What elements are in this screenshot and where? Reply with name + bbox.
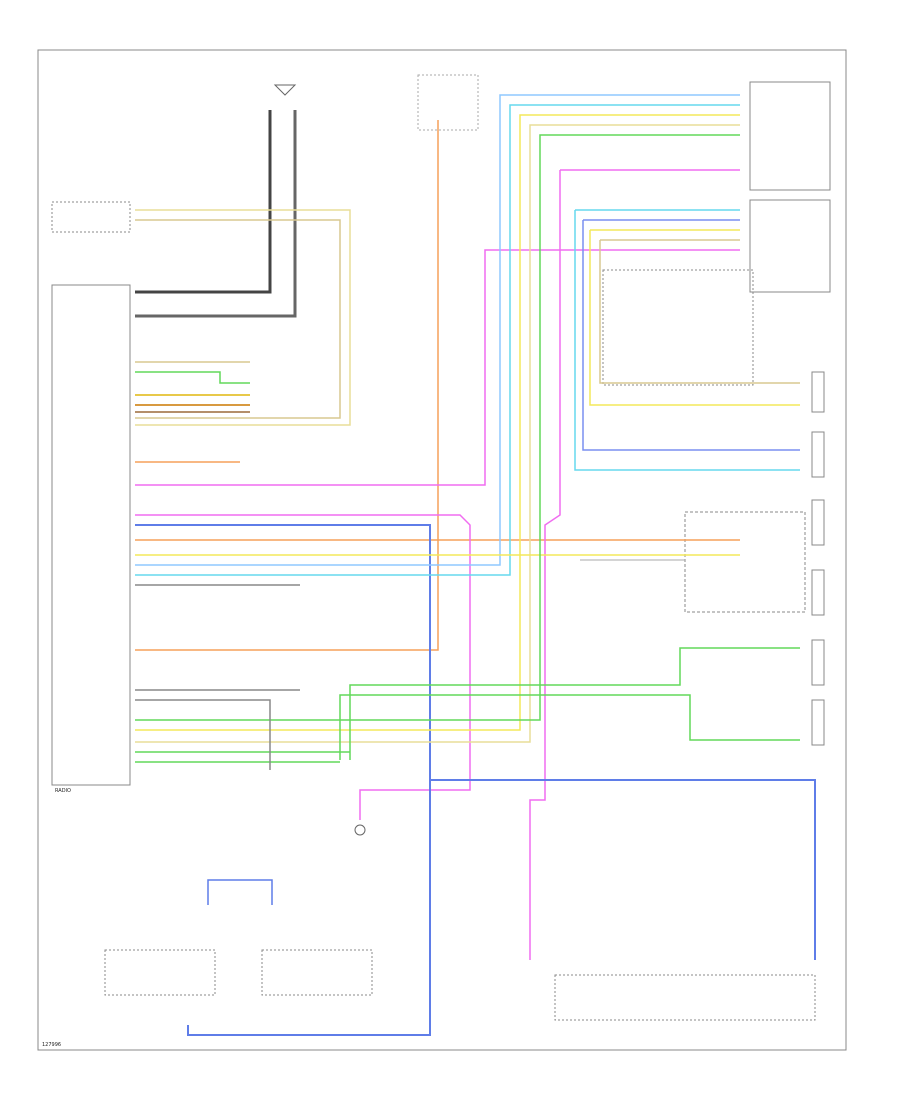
wire-green-2 [349,647,800,760]
wire-antenna-2 [135,110,297,318]
steering-switch-left [104,949,216,996]
speaker-conn-6 [811,699,825,746]
diagram-frame [37,49,847,1051]
speaker-conn-4 [811,569,825,616]
wire-tan-3 [135,124,740,743]
steering-switch-right [261,949,373,996]
wire-antenna-1 [135,110,272,294]
wire-lightblue-1 [135,94,740,566]
wire-pink-1 [135,249,740,486]
rear-speaker-connector [749,199,831,293]
ground-icon [354,824,366,836]
speaker-conn-5 [811,639,825,686]
wire-cyan-1 [135,104,740,576]
wire-green-3 [339,694,800,760]
speaker-conn-1 [811,371,825,413]
wire-pink-3 [135,514,471,820]
wire-gray-1 [135,689,300,770]
speaker-conn-3 [811,499,825,546]
antenna-icon [273,84,297,96]
wire-tan-2 [135,219,341,419]
wire-blue-4 [582,219,800,451]
wire-orange-main [135,120,439,651]
amp-enclosure [684,511,806,613]
remote-connector-box [51,201,131,233]
fuse-block [417,74,479,131]
radio-module-label: RADIO [55,788,71,794]
wire-green-1 [135,134,740,721]
wire-tan-1 [135,209,351,426]
wire-yellow-3 [589,229,800,406]
wire-blue-2 [430,779,816,960]
front-speaker-connector [749,81,831,191]
wire-green-4 [135,751,350,763]
wire-tan-4 [599,239,800,384]
figure-id: 127996 [42,1042,61,1048]
wire-pink-2 [529,169,740,960]
wire-blue-3 [207,879,273,905]
wire-blue-main [135,524,431,1036]
speaker-conn-2 [811,431,825,478]
wire-lightblue-2 [574,209,800,471]
radio-module-box [51,284,131,786]
bottom-right-connector [554,974,816,1021]
switch-enclosure [602,269,754,386]
wire-yellow-2 [135,114,740,731]
wire-green-short [135,371,250,384]
